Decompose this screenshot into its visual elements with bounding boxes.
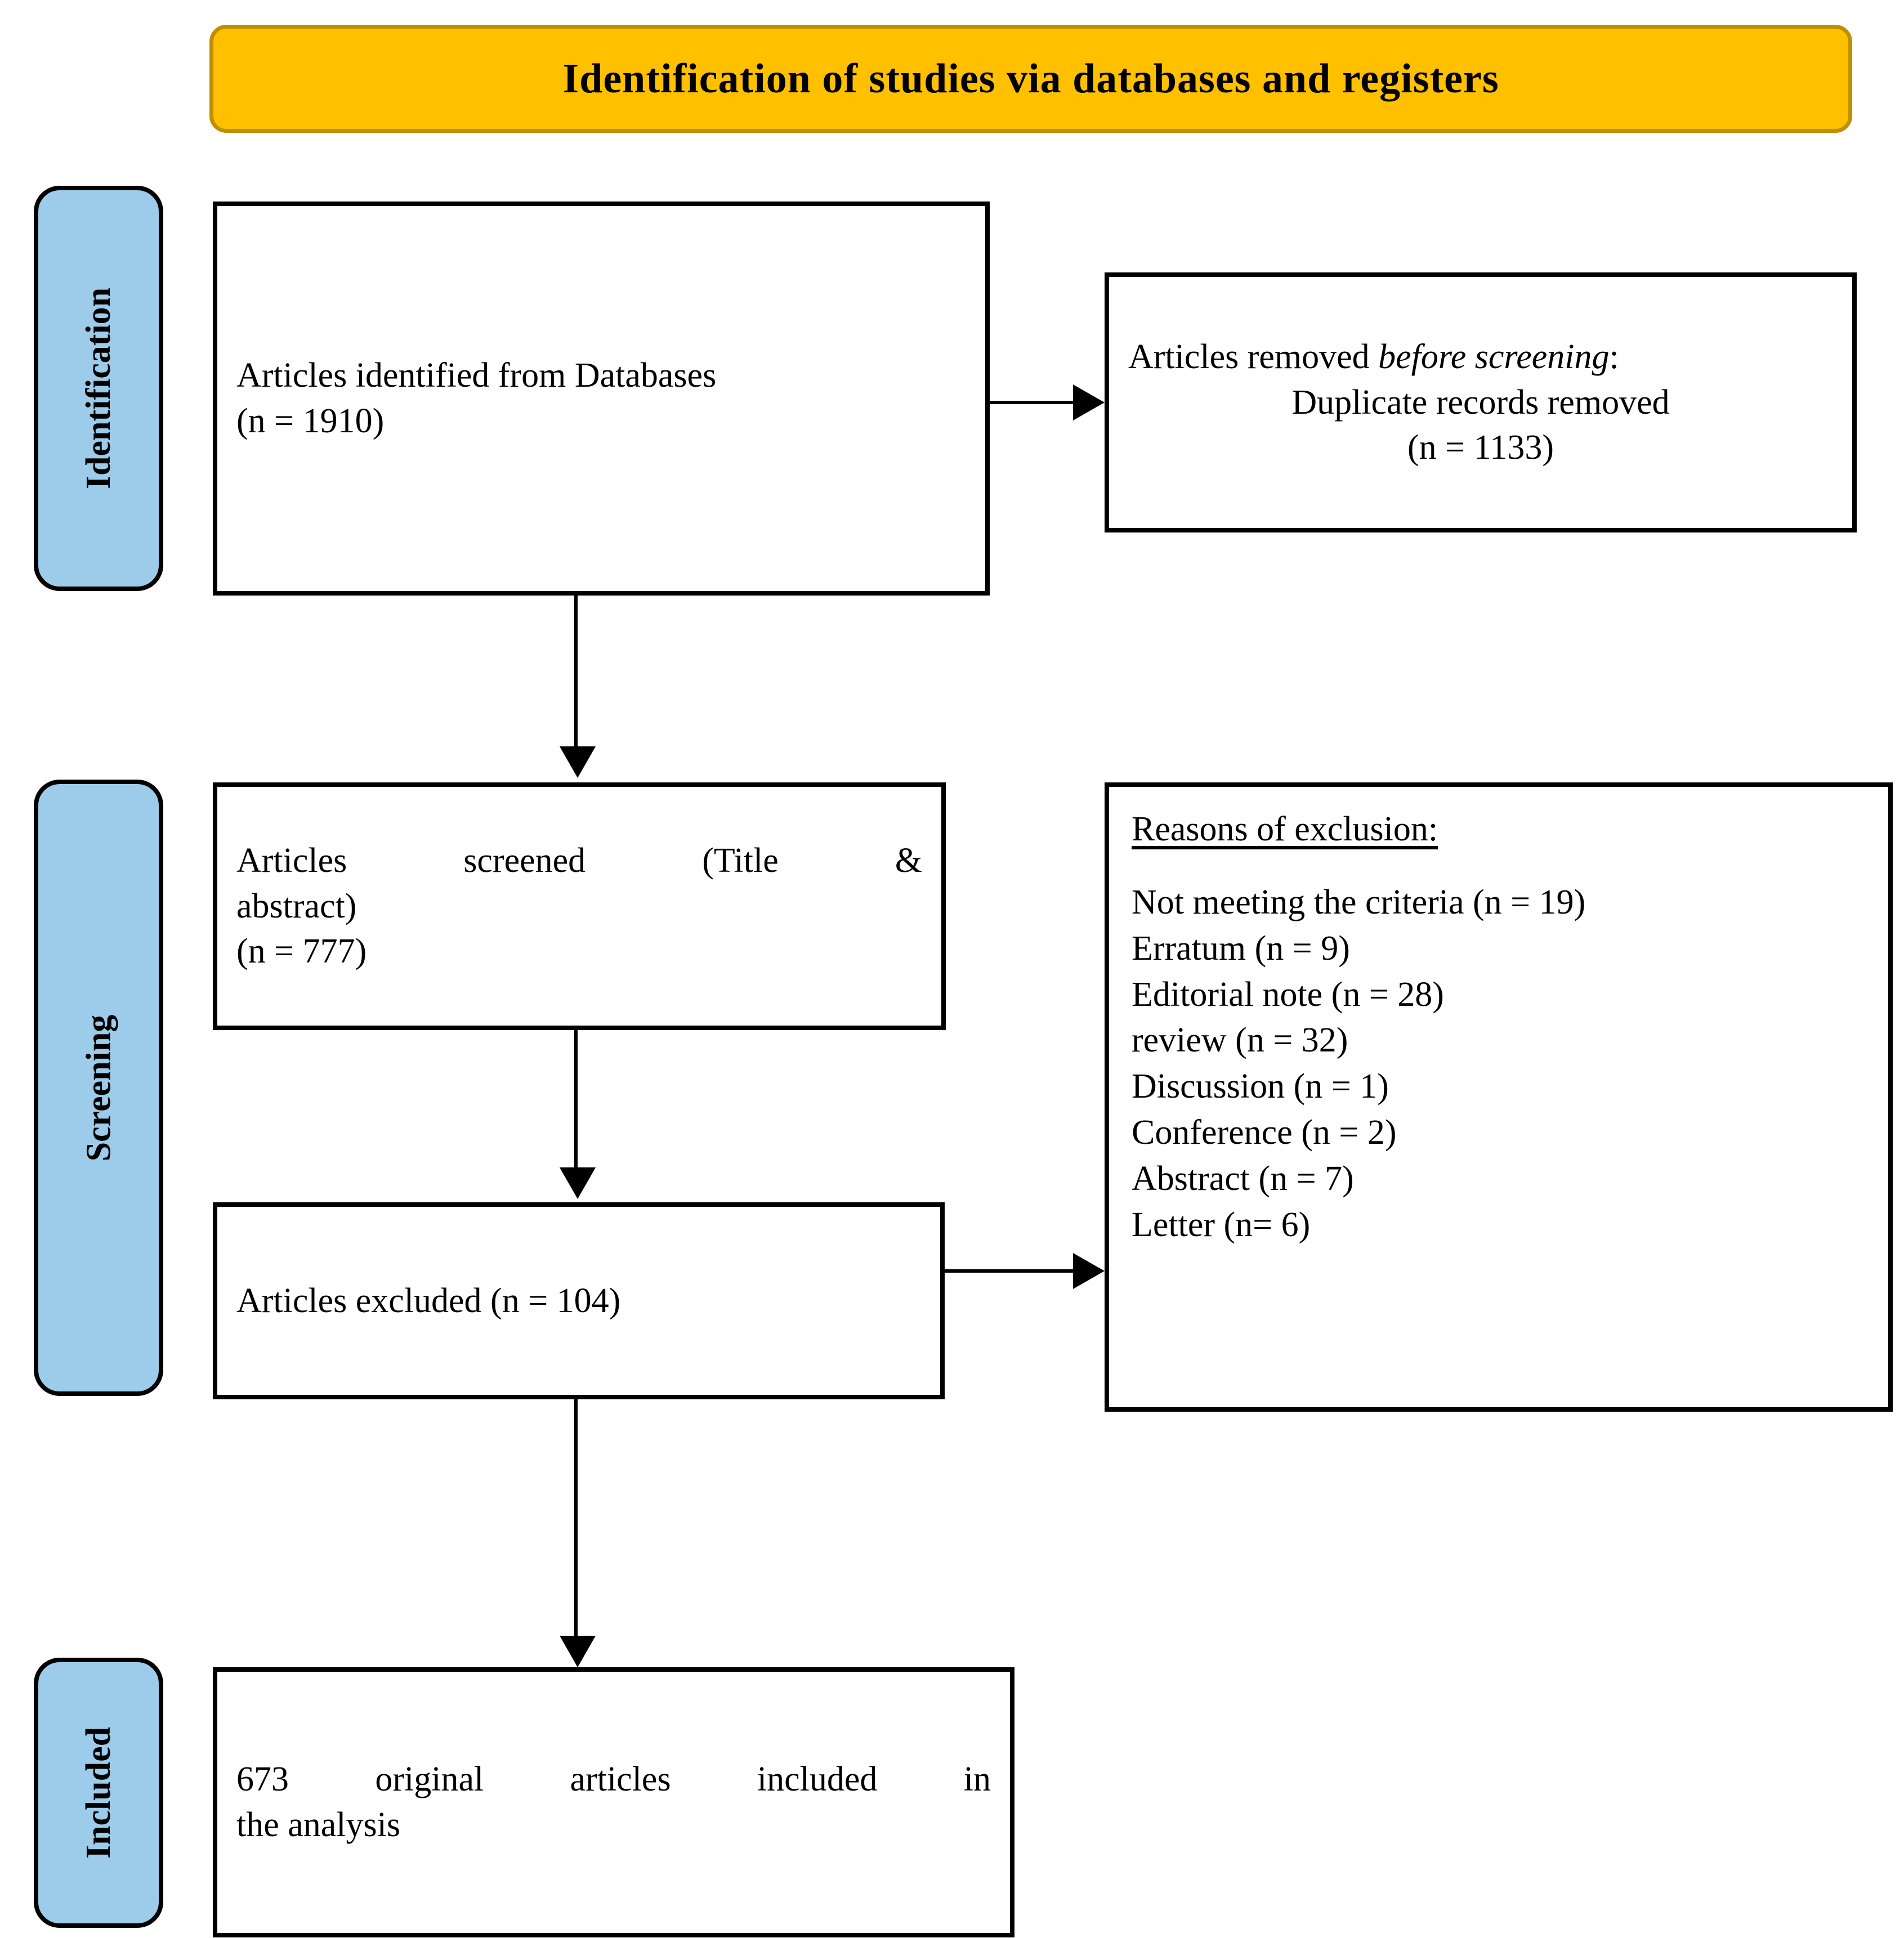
diagram-header-banner: Identification of studies via databases … xyxy=(209,25,1852,133)
connector-identified-to-screened xyxy=(574,596,578,746)
list-item: Not meeting the criteria (n = 19) xyxy=(1132,883,1586,921)
stage-label-included: Included xyxy=(79,1726,118,1859)
box-articles-removed-before-screening: Articles removed before screening: Dupli… xyxy=(1105,272,1857,532)
stage-label-screening: Screening xyxy=(79,1014,118,1161)
arrow-down-icon xyxy=(560,746,596,778)
excluded-line-1: Articles excluded (n = 104) xyxy=(236,1281,621,1320)
list-item: Editorial note (n = 28) xyxy=(1132,975,1444,1014)
box-articles-screened: Articles screened (Title & abstract) (n … xyxy=(213,782,946,1030)
reasons-heading: Reasons of exclusion: xyxy=(1132,810,1438,848)
list-item: Letter (n= 6) xyxy=(1132,1205,1311,1244)
removed-suffix: : xyxy=(1609,338,1619,377)
list-item: Erratum (n = 9) xyxy=(1132,929,1350,968)
arrow-right-icon xyxy=(1073,1253,1105,1289)
removed-line-2: Duplicate records removed xyxy=(1291,383,1670,422)
identified-count: (n = 1910) xyxy=(236,402,385,440)
box-articles-excluded: Articles excluded (n = 104) xyxy=(213,1202,945,1399)
arrow-right-icon xyxy=(1073,384,1105,420)
identified-line-1: Articles identified from Databases xyxy=(236,356,717,395)
list-item: Discussion (n = 1) xyxy=(1132,1067,1389,1106)
connector-identified-to-removed xyxy=(990,401,1075,404)
screened-line-2: abstract) xyxy=(236,887,357,925)
connector-excluded-to-reasons xyxy=(945,1269,1073,1273)
removed-italic-phrase: before screening xyxy=(1378,338,1610,377)
arrow-down-icon xyxy=(560,1167,596,1199)
box-articles-identified: Articles identified from Databases (n = … xyxy=(213,202,990,596)
screened-line-1: Articles screened (Title & xyxy=(236,842,922,880)
arrow-down-icon xyxy=(560,1636,596,1667)
box-articles-included: 673 original articles included in the an… xyxy=(213,1667,1014,1937)
list-item: Abstract (n = 7) xyxy=(1132,1159,1354,1198)
box-reasons-of-exclusion: Reasons of exclusion: Not meeting the cr… xyxy=(1105,782,1893,1412)
stage-tab-identification: Identification xyxy=(34,186,163,591)
connector-screened-to-excluded xyxy=(574,1030,578,1167)
stage-label-identification: Identification xyxy=(79,287,118,490)
screened-count: (n = 777) xyxy=(236,932,367,971)
removed-count: (n = 1133) xyxy=(1407,428,1554,467)
stage-tab-screening: Screening xyxy=(34,780,163,1396)
removed-prefix: Articles removed xyxy=(1128,338,1379,377)
page-title: Identification of studies via databases … xyxy=(562,55,1499,102)
included-line-1: 673 original articles included in xyxy=(236,1760,991,1799)
connector-excluded-to-included xyxy=(574,1399,578,1636)
included-line-2: the analysis xyxy=(236,1806,400,1844)
stage-tab-included: Included xyxy=(34,1658,163,1928)
removed-line-1: Articles removed before screening: xyxy=(1109,334,1852,380)
list-item: review (n = 32) xyxy=(1132,1021,1348,1060)
list-item: Conference (n = 2) xyxy=(1132,1113,1397,1152)
